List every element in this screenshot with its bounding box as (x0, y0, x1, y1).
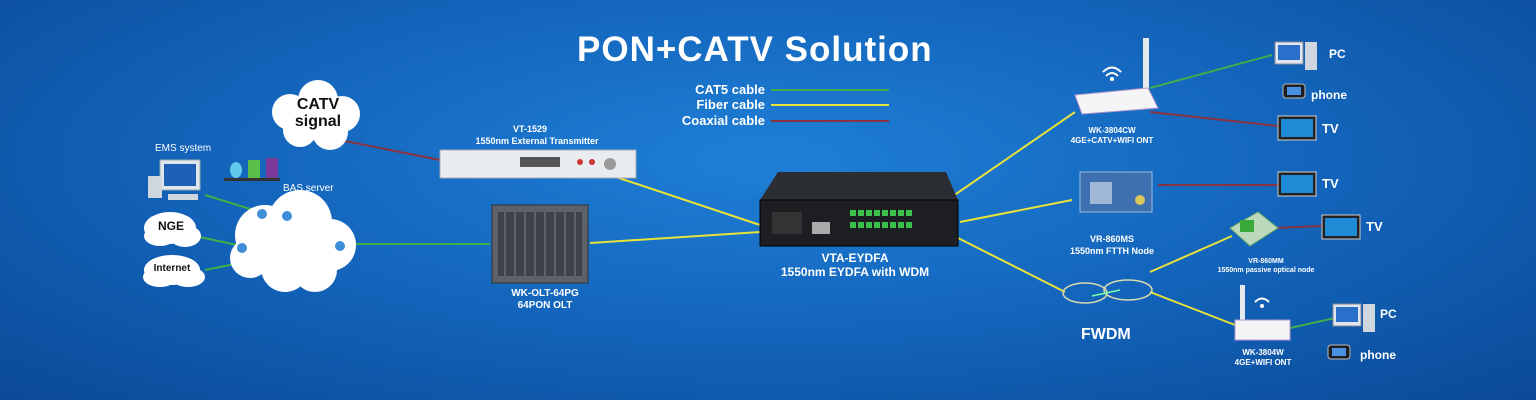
passive-node-model-label: VR-860MM (1248, 258, 1284, 265)
page-title: PON+CATV Solution (577, 30, 933, 69)
tv-icon (1321, 214, 1361, 240)
phone-icon (1282, 83, 1306, 99)
olt-chassis-icon (491, 204, 589, 284)
tv-label: TV (1322, 121, 1339, 136)
pc-icon (1274, 41, 1317, 70)
phone-label: phone (1311, 88, 1347, 102)
legend-coax-label: Coaxial cable (681, 113, 765, 128)
transmitter-desc-label: 1550nm External Transmitter (475, 136, 599, 146)
phone-icon (1327, 344, 1351, 360)
tv-icon (1277, 115, 1317, 141)
olt-desc-label: 64PON OLT (517, 300, 573, 311)
fwdm-coupler-icon (1062, 279, 1153, 304)
tv-label: TV (1366, 219, 1383, 234)
transmitter-model-label: VT-1529 (512, 124, 548, 134)
phone-label: phone (1360, 348, 1396, 362)
ftth-node-desc-label: 1550nm FTTH Node (1069, 246, 1155, 256)
network-cloud (230, 190, 356, 292)
internet-cloud (143, 255, 205, 287)
edfa-desc-label: 1550nm EYDFA with WDM (780, 265, 930, 279)
router-icon (335, 241, 345, 251)
ont1-model-label: WK-3804CW (1088, 126, 1136, 135)
wifi-icon (1254, 297, 1270, 303)
transmitter-device-icon (439, 149, 637, 179)
bas-server-label: BAS server (283, 183, 334, 194)
legend-fiber-label: Fiber cable (696, 97, 765, 112)
catv-signal-label: CATV signal (294, 96, 342, 130)
wifi-icon (1102, 66, 1122, 73)
edfa-model-label: VTA-EYDFA (821, 251, 889, 265)
ont2-router-icon (1234, 285, 1291, 341)
catv-signal-cloud (272, 80, 360, 150)
passive-node-icon (1229, 211, 1279, 247)
tv-label: TV (1322, 176, 1339, 191)
ont-router-icon (1074, 38, 1159, 115)
tv-icon (1277, 171, 1317, 197)
ftth-node-icon (1079, 171, 1153, 213)
ems-system-label: EMS system (155, 143, 212, 154)
ont2-model-label: WK-3804W (1242, 348, 1284, 357)
pc-icon (1332, 303, 1375, 332)
router-icon (237, 243, 247, 253)
pc-label: PC (1380, 307, 1397, 321)
nge-label: NGE (157, 219, 184, 233)
passive-node-desc-label: 1550nm passive optical node (1217, 267, 1315, 274)
olt-model-label: WK-OLT-64PG (511, 288, 579, 299)
ont1-desc-label: 4GE+CATV+WIFI ONT (1070, 136, 1154, 145)
edfa-device-icon (759, 172, 959, 247)
router-icon (257, 209, 267, 219)
internet-label: Internet (153, 263, 191, 274)
pc-label: PC (1329, 47, 1346, 61)
fwdm-label: FWDM (1081, 326, 1131, 343)
legend-cat5-label: CAT5 cable (695, 82, 765, 97)
router-icon (282, 211, 292, 221)
ftth-node-model-label: VR-860MS (1089, 234, 1135, 244)
ont2-desc-label: 4GE+WIFI ONT (1234, 358, 1292, 367)
bas-server-icon (224, 158, 280, 181)
nge-cloud (144, 212, 201, 247)
ems-computer-icon (148, 159, 201, 200)
